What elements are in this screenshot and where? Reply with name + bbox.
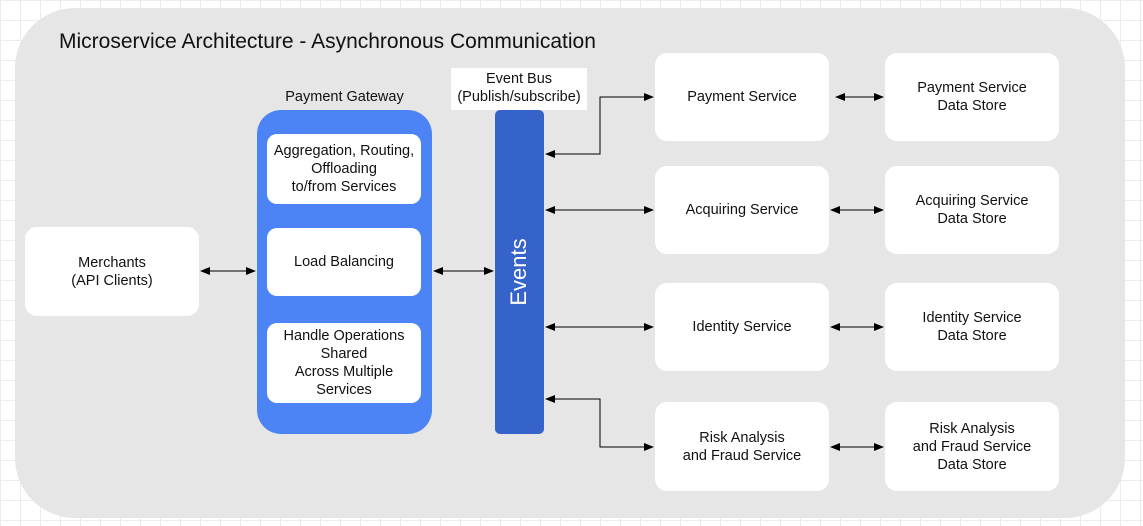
event-bus-node — [495, 110, 544, 434]
diagram-title: Microservice Architecture - Asynchronous… — [59, 30, 596, 53]
merchants-node: Merchants (API Clients) — [25, 227, 199, 316]
payment-gateway-label: Payment Gateway — [285, 89, 404, 105]
identity-service-node: Identity Service — [655, 283, 829, 371]
gateway-aggregation-routing: Aggregation, Routing, Offloading to/from… — [267, 134, 421, 204]
payment-data-store-node: Payment Service Data Store — [885, 53, 1059, 141]
bus-payment-edge — [545, 93, 654, 158]
payment-service-node: Payment Service — [655, 53, 829, 141]
risk-fraud-service-node: Risk Analysis and Fraud Service — [655, 402, 829, 491]
identity-data-store-node: Identity Service Data Store — [885, 283, 1059, 371]
acquiring-service-node: Acquiring Service — [655, 166, 829, 254]
risk-fraud-data-store-node: Risk Analysis and Fraud Service Data Sto… — [885, 402, 1059, 491]
gateway-load-balancing: Load Balancing — [267, 228, 421, 296]
acquiring-data-store-node: Acquiring Service Data Store — [885, 166, 1059, 254]
bus-risk-edge — [545, 395, 654, 451]
gateway-shared-operations: Handle Operations Shared Across Multiple… — [267, 323, 421, 403]
